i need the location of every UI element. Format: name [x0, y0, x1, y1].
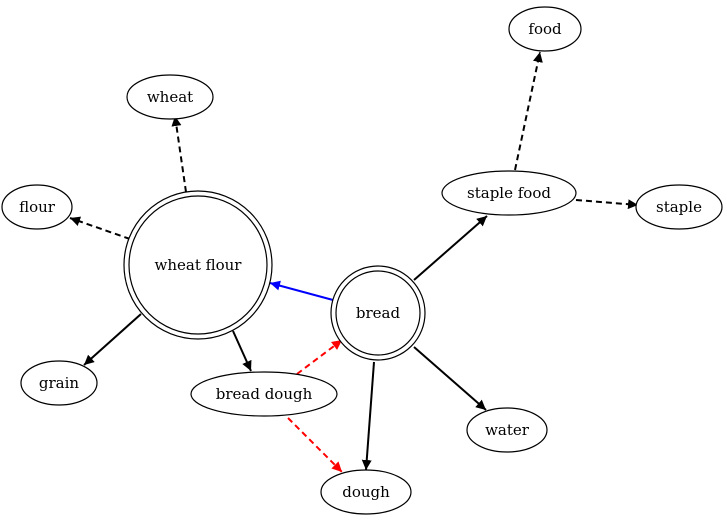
node-wheat[interactable]: wheat [126, 74, 214, 120]
edge-wheat-flour-to-grain [83, 313, 142, 366]
edge-staple-food-to-food [514, 51, 543, 171]
node-label-water: water [485, 421, 530, 439]
edge-bread-dough-to-bread [296, 339, 343, 375]
edge-bread-dough-to-dough [287, 417, 343, 473]
edge-bread-to-staple-food [413, 215, 488, 281]
edge-bread-to-wheat-flour [269, 280, 334, 301]
edge-wheat-flour-to-flour [69, 216, 131, 240]
nodes: food wheat flour staple food staple whea… [1, 6, 723, 515]
node-staple-food[interactable]: staple food [441, 170, 577, 216]
edge-wheat-flour-to-bread-dough [232, 330, 252, 372]
node-grain[interactable]: grain [20, 360, 98, 406]
node-label-staple: staple [656, 198, 702, 216]
edge-wheat-flour-to-wheat [171, 115, 187, 193]
node-dough[interactable]: dough [320, 469, 412, 515]
node-label-wheat: wheat [147, 88, 193, 106]
node-label-food: food [528, 20, 562, 38]
node-flour[interactable]: flour [1, 184, 73, 230]
node-label-grain: grain [39, 374, 80, 392]
node-water[interactable]: water [466, 407, 548, 453]
edge-staple-food-to-staple [575, 199, 639, 210]
node-label-bread-dough: bread dough [216, 385, 313, 403]
node-bread-dough[interactable]: bread dough [190, 371, 338, 417]
node-staple[interactable]: staple [635, 184, 723, 230]
node-bread[interactable]: bread [330, 265, 426, 361]
node-label-dough: dough [342, 483, 390, 501]
edges [69, 51, 639, 473]
node-label-flour: flour [19, 198, 56, 216]
edge-bread-to-dough [361, 361, 375, 471]
node-label-bread: bread [356, 304, 401, 322]
node-wheat-flour[interactable]: wheat flour [123, 190, 273, 340]
node-label-staple-food: staple food [467, 184, 551, 202]
node-label-wheat-flour: wheat flour [155, 256, 243, 274]
edge-bread-to-water [413, 346, 487, 411]
node-food[interactable]: food [508, 6, 582, 52]
